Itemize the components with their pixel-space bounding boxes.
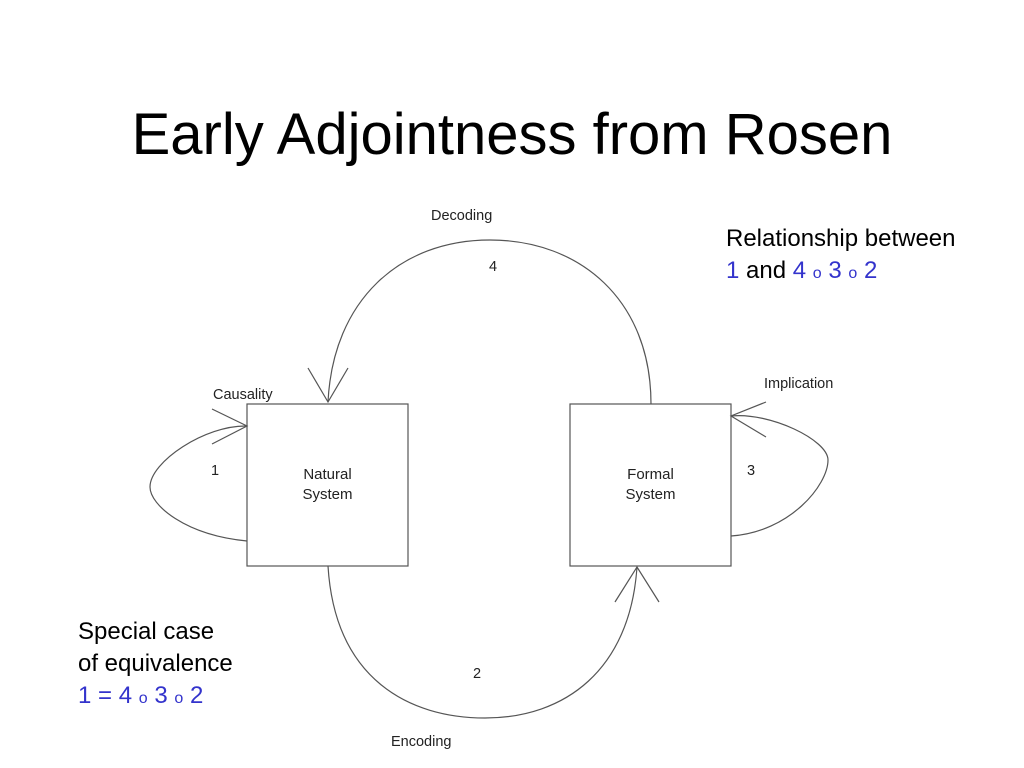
encoding-label: Encoding <box>391 734 452 750</box>
decoding-arrow <box>327 239 652 405</box>
implication-arrowhead <box>729 401 767 438</box>
encoding-number: 2 <box>473 666 482 682</box>
causality-arrow <box>149 425 248 542</box>
encoding-arrow <box>327 565 638 719</box>
relationship-line1: Relationship between <box>726 225 956 252</box>
relationship-note: Relationship between 1 and 4 o 3 o 2 <box>726 223 956 290</box>
natural-system-box <box>246 403 409 567</box>
encoding-arrowhead <box>614 565 660 603</box>
implication-arrow <box>730 415 829 537</box>
implication-number: 3 <box>747 463 756 479</box>
causality-arrowhead <box>211 408 249 445</box>
special-case-line2: of equivalence <box>78 650 233 677</box>
decoding-arrowhead <box>307 367 349 404</box>
implication-label: Implication <box>764 376 834 392</box>
causality-number: 1 <box>211 463 220 479</box>
relationship-formula: 1 and 4 o 3 o 2 <box>726 257 878 284</box>
formal-system-label: Formal System <box>625 466 676 503</box>
special-case-note: Special case of equivalence 1 = 4 o 3 o … <box>78 616 233 715</box>
slide-title: Early Adjointness from Rosen <box>131 102 893 167</box>
decoding-number: 4 <box>489 259 498 275</box>
causality-label: Causality <box>213 387 273 403</box>
natural-system-label: Natural System <box>302 466 353 503</box>
special-case-line1: Special case <box>78 618 215 645</box>
decoding-label: Decoding <box>431 208 493 224</box>
special-case-formula: 1 = 4 o 3 o 2 <box>78 682 204 709</box>
